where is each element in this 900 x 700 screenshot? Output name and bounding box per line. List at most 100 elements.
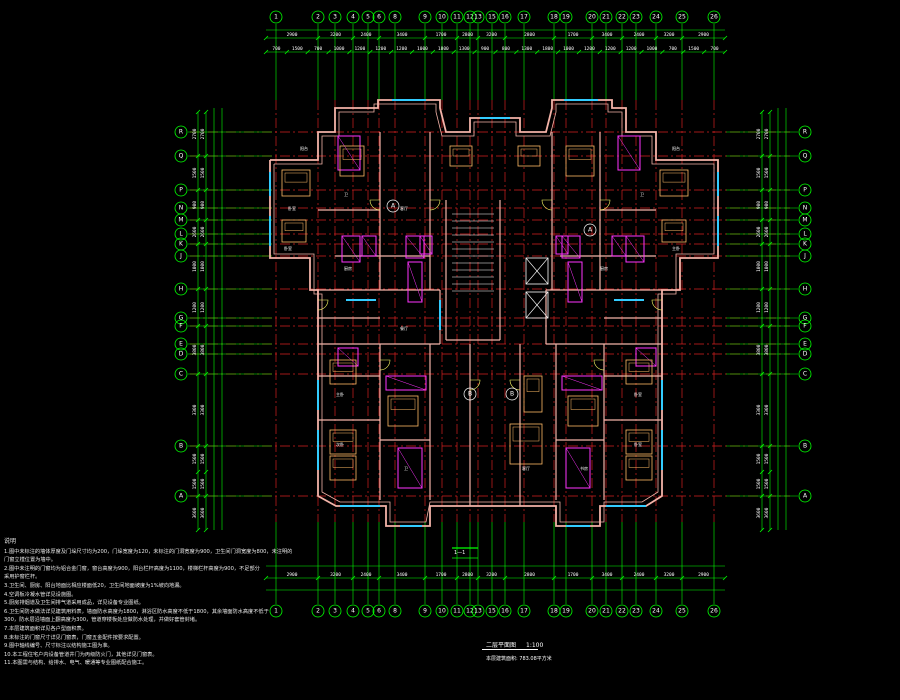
dim-right-0-tick [759,443,765,449]
elevator-cross [525,291,549,319]
note-line: 5.厨房排烟道及卫生间排气道采用成品，详见设备专业图纸。 [4,600,144,607]
dim-top-detail-tick [263,49,269,55]
note-line: 10.本工程住宅户内设备管道井门为丙级防火门，其他详见门窗表。 [4,651,158,658]
furniture-detail [284,222,304,231]
axis-bubble-left-F [174,319,188,333]
sanitary-hatch [385,375,427,391]
axis-grid-lines [190,100,790,522]
dim-right-1-text: 900 [764,201,770,209]
dim-left-0-text: 1000 [192,261,198,272]
axis-bubble-right-Q [798,149,812,163]
axis-bubble-top-23 [629,10,643,24]
room-label: 餐厅 [400,325,408,331]
door-swing [379,359,391,371]
dim-bottom-overall-tick [653,575,659,581]
room-label: 书房 [580,465,588,471]
sanitary-hatch [635,347,657,367]
sanitary-hatch [397,447,423,489]
room-label: 卧室 [288,205,296,211]
axis-label-top-2: 2 [316,14,320,21]
room-label: 主卧 [672,245,680,251]
dim-left-1-tick [203,371,209,377]
dim-left-0-tick [195,286,201,292]
axis-bubble-left-P [174,183,188,197]
dim-right-0-text: 900 [756,201,762,209]
axis-label-right-R: R [803,129,807,136]
unit-marker-label: B [510,391,514,398]
dim-bottom-overall-tick [315,575,321,581]
dim-right-0-tick [759,109,765,115]
axis-label-bottom-20: 20 [588,608,596,615]
room-label: 主卧 [336,391,344,397]
axis-bubble-top-25 [675,10,689,24]
axis-bubble-bottom-3 [328,604,342,618]
furniture [281,219,307,243]
axis-bubble-top-3 [328,10,342,24]
axis-label-top-11: 11 [453,14,461,21]
door-swing [369,199,381,211]
axis-label-bottom-23: 23 [632,608,640,615]
dim-left-0-text: 900 [192,201,198,209]
dim-right-0-tick [759,187,765,193]
dim-top-detail-text: 1000 [647,46,658,52]
axis-label-top-13: 13 [474,14,482,21]
dim-right-0-tick [759,153,765,159]
sanitary-fixture [567,261,583,303]
dim-top-detail-tick [639,49,644,55]
sanitary-fixture [397,447,423,489]
note-line: 门窗立樘位置为墙中。 [4,557,56,564]
furniture-detail [526,378,540,392]
dim-bottom-overall-text: 3200 [486,572,497,578]
axis-bubble-bottom-9 [418,604,432,618]
dim-bottom-overall-tick [376,575,382,581]
furniture [567,395,599,427]
dim-left-1-text: 1500 [200,167,206,178]
dim-left-1-text: 3600 [200,507,206,518]
sanitary-hatch [361,235,377,257]
dim-top-detail-text: 1300 [459,46,470,52]
dim-top-overall-text: 3200 [664,32,675,38]
door-swing [599,199,611,211]
furniture-detail [628,432,650,442]
axis-label-bottom-6: 6 [377,608,381,615]
drawing-title: 二层平面图 [486,642,517,649]
dim-left-0-tick [195,371,201,377]
furniture [509,423,543,465]
axis-label-left-L: L [179,231,183,238]
axis-label-left-C: C [179,371,183,378]
dim-top-overall-text: 2800 [462,32,473,38]
furniture-detail [628,362,650,372]
drawing-scale: 1:100 [526,642,544,649]
dim-left-0-text: 2600 [192,226,198,237]
room-label: 卫 [640,192,644,197]
dim-right-1-tick [767,443,773,449]
door-swing [509,379,521,391]
sanitary-hatch [567,261,583,303]
area-note: 本层建筑面积: 783.08平方米 [486,656,552,662]
room-label: 阳台 [672,145,680,151]
dim-bottom-overall-tick [263,575,269,581]
axis-bubble-bottom-1 [269,604,283,618]
axis-bubble-top-22 [615,10,629,24]
unit-marker-label: A [588,227,593,234]
dim-left-0-tick [195,217,201,223]
axis-label-bottom-13: 13 [474,608,482,615]
dim-right-0-tick [759,241,765,247]
room-label: 卧室 [634,391,642,397]
dim-left-1-tick [203,323,209,329]
dim-top-detail-tick [326,49,331,55]
dim-top-overall-tick [722,35,728,41]
furniture [449,145,473,167]
axis-label-right-H: H [803,286,808,293]
axis-bubble-top-9 [418,10,432,24]
axis-label-right-A: A [803,493,808,500]
axis-label-top-16: 16 [501,14,509,21]
axis-label-bottom-18: 18 [550,608,558,615]
axis-bubble-left-L [174,227,188,241]
axis-label-bottom-16: 16 [501,608,509,615]
dim-right-1-tick [767,493,773,499]
title-underline [482,649,538,650]
dim-right-0-tick [759,493,765,499]
axis-label-bottom-5: 5 [366,608,370,615]
dim-right-1-tick [767,217,773,223]
